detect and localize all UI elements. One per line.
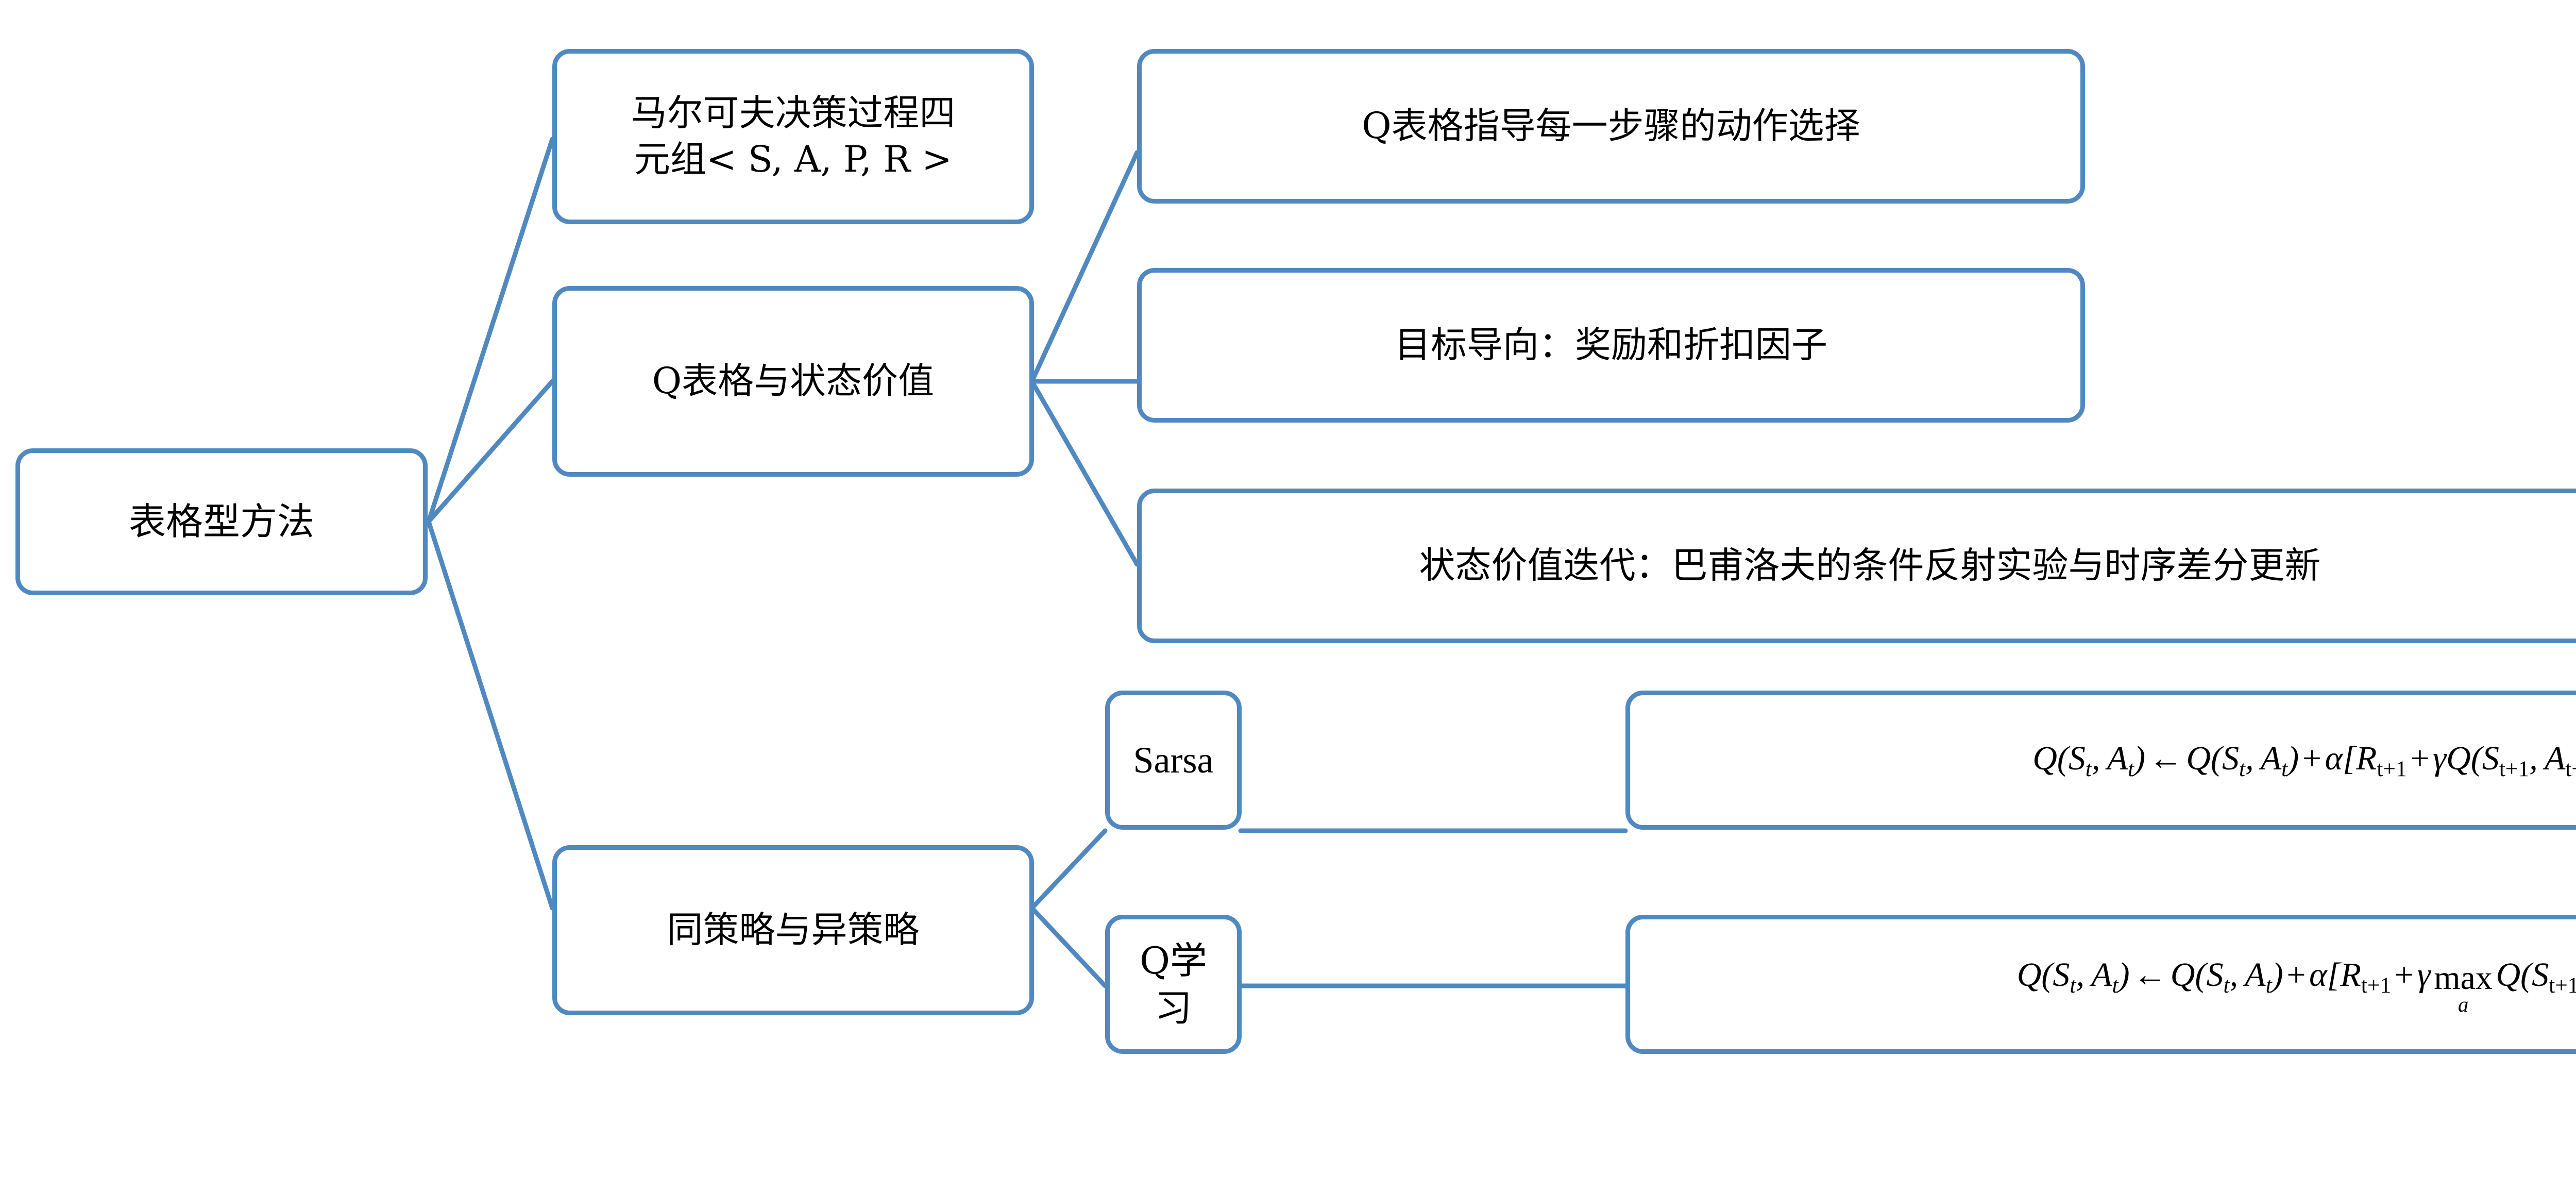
sarsa-formula-math: Q(St, At)←Q(St, At)+α[Rt+1+γQ(St+1, At+1…	[2032, 739, 2576, 781]
node-qtable[interactable]: Q表格与状态价值	[552, 286, 1034, 477]
node-qlearning[interactable]: Q学习	[1105, 915, 1242, 1054]
node-qlearning-label: Q学习	[1139, 938, 1208, 1030]
node-mdp[interactable]: 马尔可夫决策过程四 元组< S, A, P, R >	[552, 49, 1034, 224]
node-leaf-action-selection[interactable]: Q表格指导每一步骤的动作选择	[1137, 49, 2085, 204]
node-sarsa-label: Sarsa	[1133, 739, 1214, 781]
node-qlearning-formula[interactable]: Q(St, At)←Q(St, At)+α[Rt+1+γmaxaQ(St+1, …	[1625, 915, 2576, 1054]
node-sarsa[interactable]: Sarsa	[1105, 691, 1242, 830]
connector-root-to-policy	[426, 519, 555, 911]
node-onoff-policy[interactable]: 同策略与异策略	[552, 845, 1034, 1015]
node-mdp-label-line2: 元组< S, A, P, R >	[634, 138, 952, 180]
node-leaf-goal-oriented-label: 目标导向：奖励和折扣因子	[1395, 324, 1827, 366]
connector-policy-to-sarsa	[1029, 828, 1108, 911]
node-mdp-label-line1: 马尔可夫决策过程四	[631, 92, 956, 135]
node-root-label: 表格型方法	[128, 500, 314, 544]
connector-root-to-qtable	[426, 379, 555, 524]
node-leaf-action-selection-label: Q表格指导每一步骤的动作选择	[1362, 105, 1860, 147]
connector-qtable-to-leaf3	[1029, 379, 1140, 567]
node-qtable-label: Q表格与状态价值	[652, 360, 935, 402]
node-root[interactable]: 表格型方法	[15, 448, 428, 595]
qlearning-formula-math: Q(St, At)←Q(St, At)+α[Rt+1+γmaxaQ(St+1, …	[2016, 955, 2576, 1016]
connector-root-to-mdp	[426, 137, 555, 524]
node-onoff-policy-label: 同策略与异策略	[667, 909, 920, 951]
connector-policy-to-qlearning	[1029, 905, 1108, 988]
node-leaf-value-iteration-label: 状态价值迭代：巴甫洛夫的条件反射实验与时序差分更新	[1419, 544, 2321, 587]
connector-qtable-to-leaf1	[1029, 150, 1140, 384]
node-sarsa-formula[interactable]: Q(St, At)←Q(St, At)+α[Rt+1+γQ(St+1, At+1…	[1625, 691, 2576, 830]
node-leaf-goal-oriented[interactable]: 目标导向：奖励和折扣因子	[1137, 268, 2085, 423]
node-leaf-value-iteration[interactable]: 状态价值迭代：巴甫洛夫的条件反射实验与时序差分更新	[1137, 489, 2576, 643]
